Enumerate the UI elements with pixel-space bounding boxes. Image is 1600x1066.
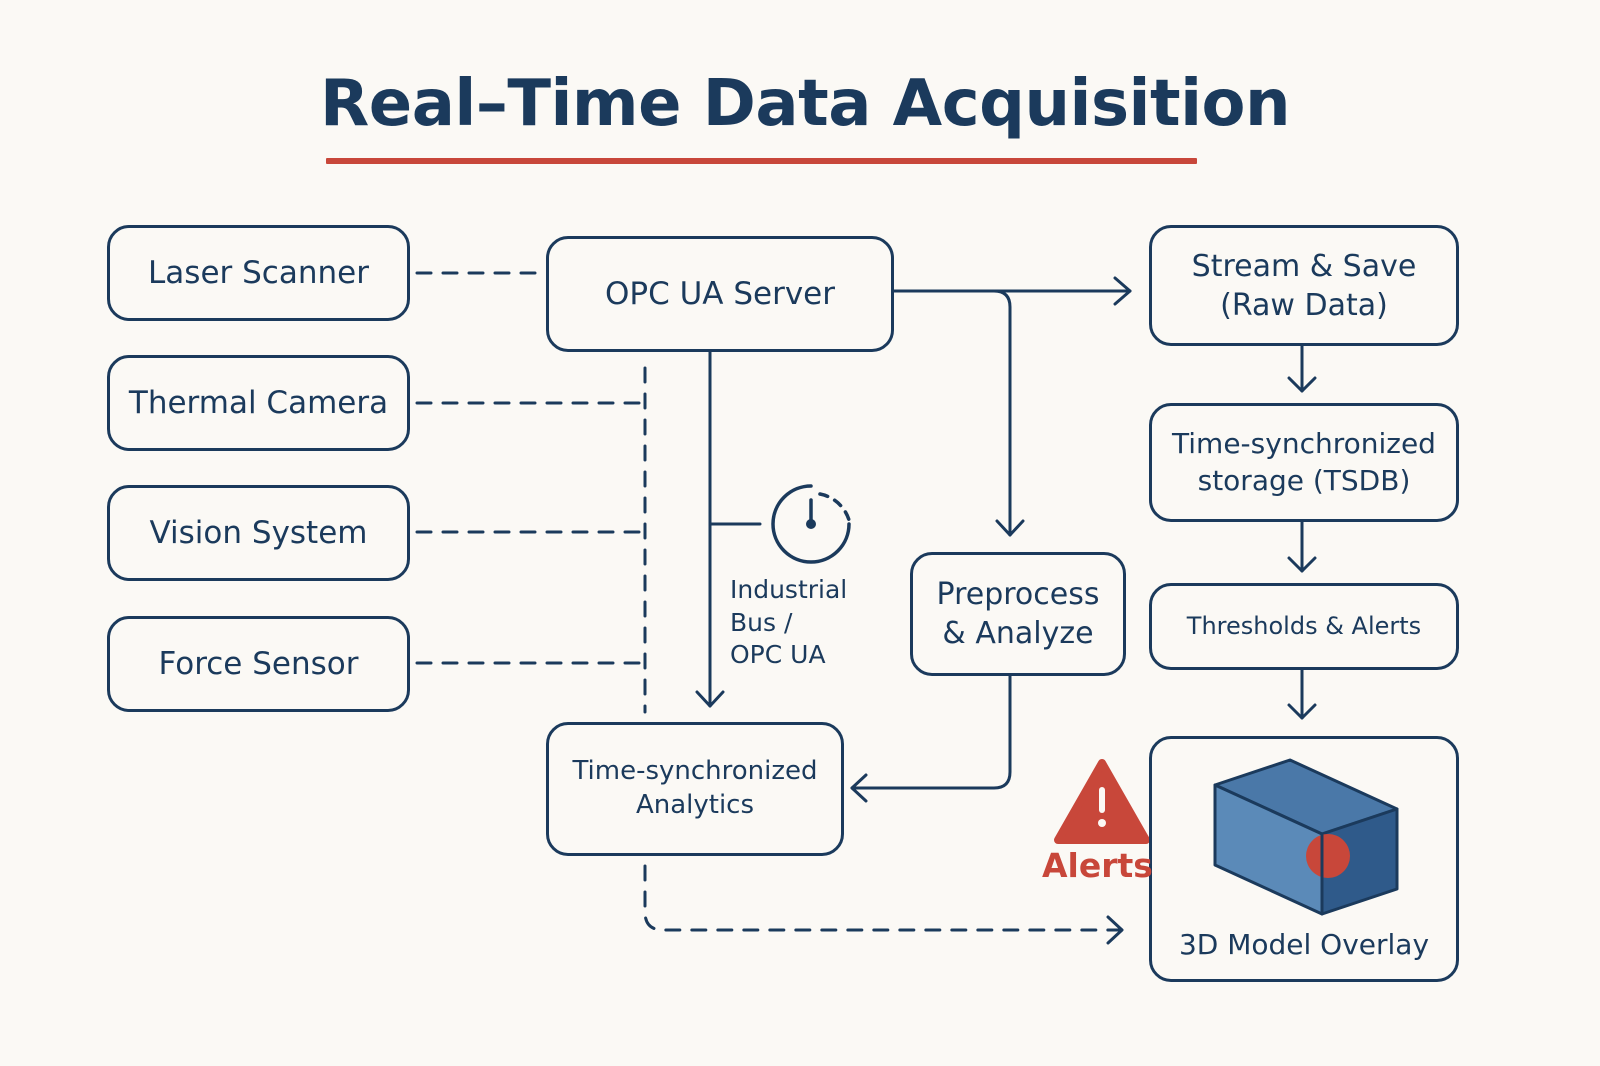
node-time-synchronized-analytics: Time-synchronized Analytics [546,722,844,856]
overlay-label: 3D Model Overlay [1178,928,1430,961]
arrowhead-tsdb [1287,376,1317,393]
arrowhead-analytics [695,690,725,708]
alerts-label: Alerts [1042,846,1153,885]
node-3d-model-overlay [1149,736,1459,982]
arrowhead-preprocess [995,519,1025,537]
node-force-sensor: Force Sensor [107,616,410,712]
arrow-branch-to-preprocess [992,289,1012,537]
node-preprocess-analyze: Preprocess & Analyze [910,552,1126,676]
node-vision-system: Vision System [107,485,410,581]
dashed-arrow-analytics-to-overlay [643,864,1124,932]
gauge-icon [771,484,851,564]
node-label: Vision System [149,514,368,551]
node-label: Time-synchronized storage (TSDB) [1172,427,1436,497]
node-thermal-camera: Thermal Camera [107,355,410,451]
node-label: Laser Scanner [148,254,369,291]
diagram-title: Real–Time Data Acquisition [320,67,1291,141]
arrowhead-overlay [1287,703,1317,720]
arrowhead-analytics-left [850,773,868,803]
node-tsdb-storage: Time-synchronized storage (TSDB) [1149,403,1459,522]
arrow-preprocess-to-analytics [850,674,1012,790]
cube-model-icon [1213,758,1399,916]
node-label: Preprocess & Analyze [936,577,1100,651]
node-opc-ua-server: OPC UA Server [546,236,894,352]
node-thresholds-alerts: Thresholds & Alerts [1149,583,1459,670]
node-laser-scanner: Laser Scanner [107,225,410,321]
node-stream-save: Stream & Save (Raw Data) [1149,225,1459,346]
bus-label: Industrial Bus / OPC UA [730,575,848,669]
node-label: OPC UA Server [604,275,835,312]
node-label: Stream & Save (Raw Data) [1191,248,1417,323]
arrowhead-stream [1113,276,1132,306]
arrowhead-thresholds [1287,556,1317,573]
node-label: Time-synchronized Analytics [572,756,818,820]
node-label: Thermal Camera [128,384,389,421]
warning-triangle-icon [1054,759,1150,844]
node-label: Thresholds & Alerts [1186,611,1422,640]
node-label: Force Sensor [158,645,359,682]
title-underline [326,158,1197,164]
arrowhead-overlay-dashed [1106,915,1124,945]
